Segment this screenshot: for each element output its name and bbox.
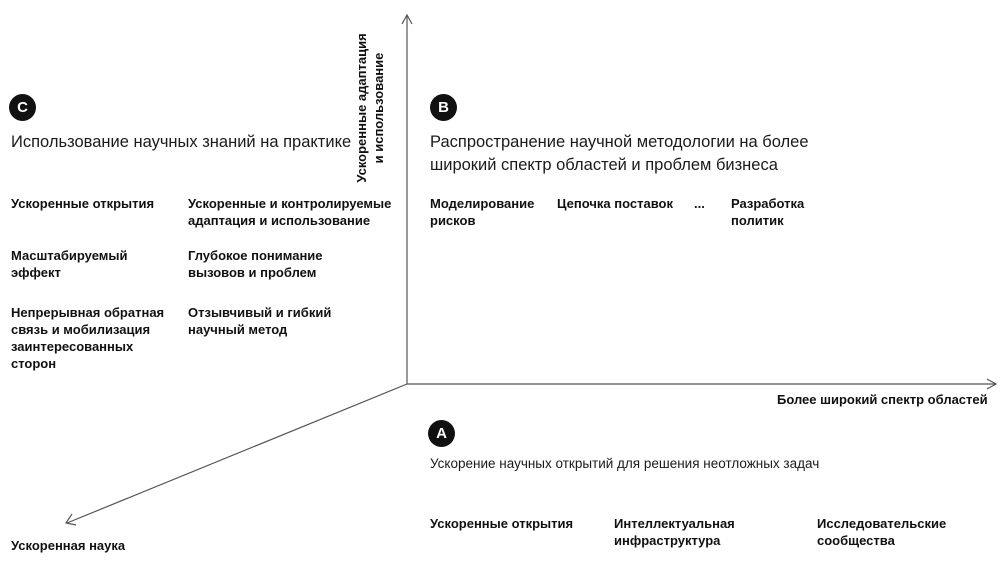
quadrant-a-item: Исследовательские сообщества [817,516,947,548]
quadrant-c-item: Непрерывная обратная связь и мобилизация… [11,305,165,371]
quadrant-c-item: Отзывчивый и гибкий научный метод [188,305,332,337]
badge-b: B [430,94,457,121]
quadrant-a-item: Ускоренные открытия [430,516,574,531]
badge-c: C [9,94,36,121]
horizontal-axis-label: Более широкий спектр областей [777,392,988,407]
quadrant-b-item: ... [694,196,705,211]
diagonal-axis-arrowhead [65,513,77,526]
quadrant-c-item: Ускоренные открытия [11,196,155,211]
quadrant-b-item: Цепочка поставок [557,196,673,211]
quadrant-b-item: Моделирование рисков [430,196,535,228]
diagonal-axis [66,383,408,524]
quadrant-c-item: Масштабируемый эффект [11,248,128,280]
quadrant-c-item: Глубокое понимание вызовов и проблем [188,248,323,280]
diagonal-axis-label: Ускоренная наука [11,538,126,553]
quadrant-c-item: Ускоренные и контролируемые адаптация и … [188,196,392,228]
quadrant-a-title: Ускорение научных открытий для решения н… [430,456,820,471]
quadrant-b-item: Разработка политик [731,196,805,228]
vertical-axis-label: Ускоренные адаптация и использование [354,33,386,183]
quadrant-a-item: Интеллектуальная инфраструктура [614,516,735,548]
vertical-axis-arrowhead [401,13,413,25]
quadrant-c-title: Использование научных знаний на практике [11,133,352,151]
quadrant-b-title: Распространение научной методологии на б… [430,133,809,174]
horizontal-axis-arrowhead [986,378,998,390]
badge-a: A [428,420,455,447]
